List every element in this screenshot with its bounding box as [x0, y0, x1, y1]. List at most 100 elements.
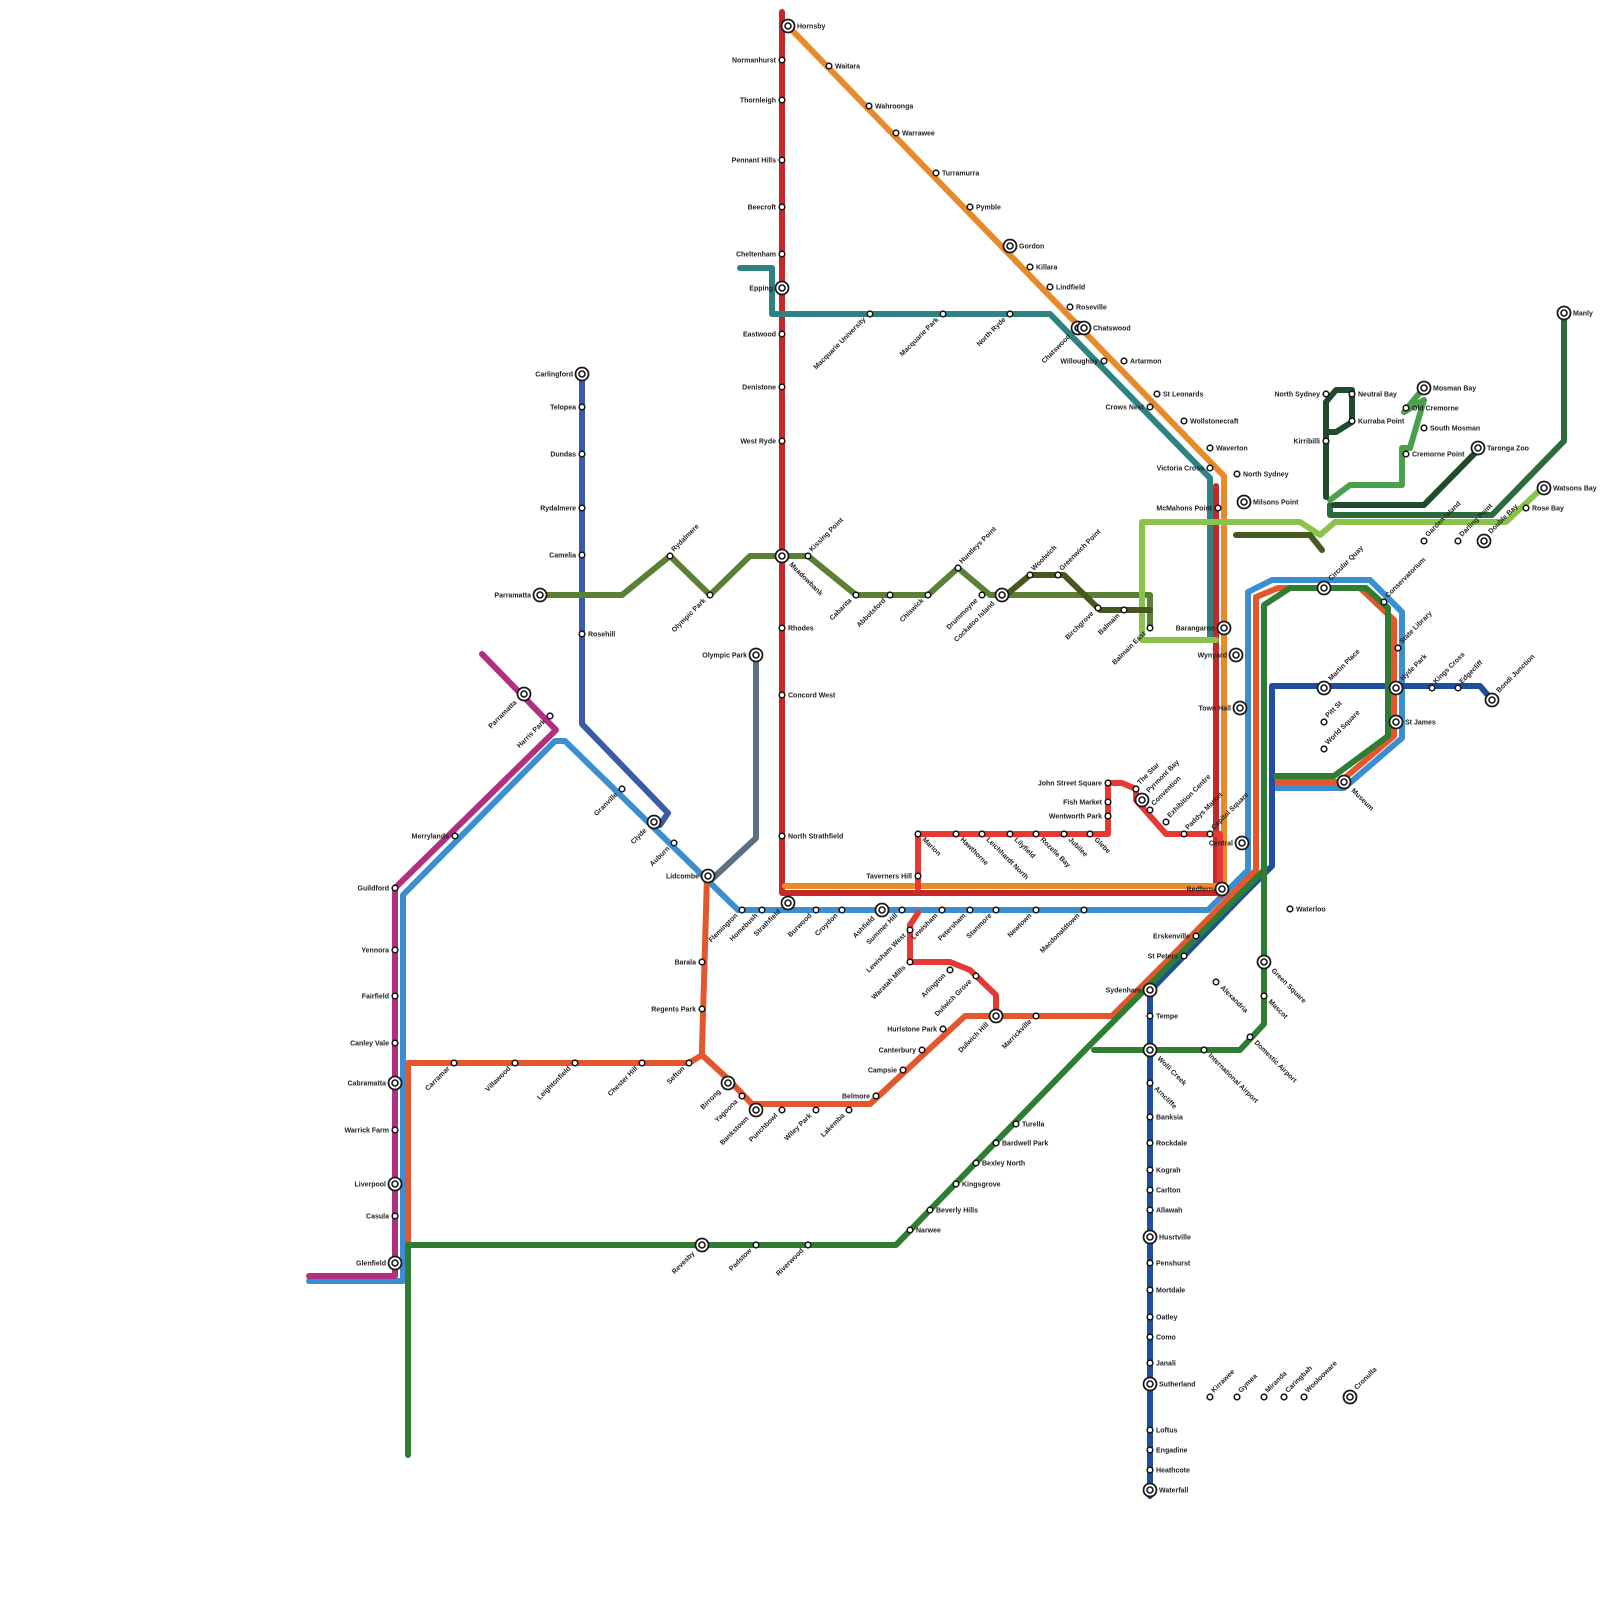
station-parramatta[interactable]: Parramatta	[494, 587, 548, 603]
station-banksia[interactable]: Banksia	[1146, 1113, 1183, 1122]
station-town-hall[interactable]: Town Hall	[1198, 700, 1248, 716]
station-turella[interactable]: Turella	[1012, 1120, 1045, 1129]
station-bexley-north[interactable]: Bexley North	[972, 1159, 1025, 1168]
station-huntleys-point[interactable]: Huntleys Point	[954, 525, 999, 572]
station-balmain-east[interactable]: Balmain East	[1111, 624, 1154, 667]
station-leightonfield[interactable]: Leightonfield	[536, 1059, 579, 1101]
station-cheltenham[interactable]: Cheltenham	[736, 250, 786, 259]
station-turramurra[interactable]: Turramurra	[932, 169, 979, 178]
station-north-sydney[interactable]: North Sydney	[1233, 470, 1289, 479]
station-kirribilli[interactable]: Kirribilli	[1294, 437, 1330, 446]
station-killara[interactable]: Killara	[1026, 263, 1058, 272]
station-merrylands[interactable]: Merrylands	[412, 832, 459, 841]
station-pennant-hills[interactable]: Pennant Hills	[732, 156, 786, 165]
station-north-strathfield[interactable]: North Strathfield	[778, 832, 843, 841]
station-hornsby[interactable]: Hornsby	[780, 18, 826, 34]
station-tempe[interactable]: Tempe	[1146, 1012, 1178, 1021]
station-taronga-zoo[interactable]: Taronga Zoo	[1470, 440, 1529, 456]
station-rydalmere[interactable]: Rydalmere	[666, 523, 701, 560]
station-denistone[interactable]: Denistone	[742, 383, 786, 392]
station-macquarie-university[interactable]: Macquarie University	[813, 310, 874, 371]
station-victoria-cross[interactable]: Victoria Cross	[1157, 464, 1214, 473]
station-camelia[interactable]: Camelia	[549, 551, 586, 560]
station-bardwell-park[interactable]: Bardwell Park	[992, 1139, 1048, 1148]
station-kurraba-point[interactable]: Kurraba Point	[1348, 417, 1405, 426]
station-mcmahons-point[interactable]: McMahons Point	[1156, 504, 1222, 513]
station-waterfall[interactable]: Waterfall	[1142, 1482, 1189, 1498]
station-normanhurst[interactable]: Normanhurst	[732, 56, 786, 65]
station-waverton[interactable]: Waverton	[1206, 444, 1248, 453]
station-canley-vale[interactable]: Canley Vale	[350, 1039, 399, 1048]
station-beverly-hills[interactable]: Beverly Hills	[926, 1206, 978, 1215]
station-leichhardt-north[interactable]: Leichhardt North	[978, 830, 1029, 881]
station-neutral-bay[interactable]: Neutral Bay	[1348, 390, 1397, 399]
station-wentworth-park[interactable]: Wentworth Park	[1049, 812, 1112, 821]
station-taverners-hill[interactable]: Taverners Hill	[866, 872, 922, 881]
station-gymea[interactable]: Gymea	[1233, 1373, 1259, 1401]
station-redfern[interactable]: Redfern	[1187, 881, 1230, 897]
station-conservatorium[interactable]: Conservatorium	[1380, 557, 1427, 606]
station-kissing-point[interactable]: Kissing Point	[804, 516, 846, 560]
station-st-leonards[interactable]: St Leonards	[1153, 390, 1204, 399]
station-john-street-square[interactable]: John Street Square	[1038, 779, 1112, 788]
station-warrick-farm[interactable]: Warrick Farm	[345, 1126, 399, 1135]
station-waterloo[interactable]: Waterloo	[1286, 905, 1326, 914]
station-cabarita[interactable]: Cabarita	[829, 591, 860, 622]
station-granville[interactable]: Granville	[593, 785, 626, 818]
station-epping[interactable]: Epping	[749, 280, 790, 296]
station-pymble[interactable]: Pymble	[966, 203, 1001, 212]
station-lindfield[interactable]: Lindfield	[1046, 283, 1085, 292]
station-concord-west[interactable]: Concord West	[778, 691, 836, 700]
station-erskenville[interactable]: Erskenville	[1153, 932, 1200, 941]
station-hurlstone-park[interactable]: Hurlstone Park	[887, 1025, 947, 1034]
station-canterbury[interactable]: Canterbury	[879, 1046, 926, 1055]
station-kograh[interactable]: Kograh	[1146, 1166, 1181, 1175]
station-crows-nest[interactable]: Crows Nest	[1105, 403, 1154, 412]
station-rose-bay[interactable]: Rose Bay	[1522, 504, 1564, 513]
station-gordon[interactable]: Gordon	[1002, 238, 1045, 254]
station-olympic-park[interactable]: Olympic Park	[702, 647, 764, 663]
station-liverpool[interactable]: Liverpool	[354, 1176, 403, 1192]
station-south-mosman[interactable]: South Mosman	[1420, 424, 1480, 433]
station-rydalmere[interactable]: Rydalmere	[540, 504, 586, 513]
station-sutherland[interactable]: Sutherland	[1142, 1376, 1196, 1392]
station-rockdale[interactable]: Rockdale	[1146, 1139, 1187, 1148]
station-rhodes[interactable]: Rhodes	[778, 624, 814, 633]
station-north-sydney[interactable]: North Sydney	[1274, 390, 1330, 399]
station-barala[interactable]: Barala	[675, 958, 706, 967]
station-warrawee[interactable]: Warrawee	[892, 129, 935, 138]
station-international-airport[interactable]: International Airport	[1200, 1046, 1259, 1105]
station-rosehill[interactable]: Rosehill	[578, 630, 615, 639]
station-heathcote[interactable]: Heathcote	[1146, 1466, 1190, 1475]
station-carlingford[interactable]: Carlingford	[535, 366, 590, 382]
station-janali[interactable]: Janali	[1146, 1359, 1176, 1368]
station-allawah[interactable]: Allawah	[1146, 1206, 1182, 1215]
station-macquarie-park[interactable]: Macquarie Park	[899, 310, 947, 358]
station-lakemba[interactable]: Lakemba	[820, 1106, 853, 1139]
station-eastwood[interactable]: Eastwood	[743, 330, 786, 339]
station-west-ryde[interactable]: West Ryde	[740, 437, 786, 446]
station-barangaroo[interactable]: Barangaroo	[1176, 620, 1232, 636]
station-greenwich-point[interactable]: Greenwich Point	[1054, 528, 1103, 579]
station-mosman-bay[interactable]: Mosman Bay	[1416, 380, 1477, 396]
station-fairfield[interactable]: Fairfield	[362, 992, 399, 1001]
station-old-cremorne[interactable]: Old Cremorne	[1402, 404, 1459, 413]
station-central[interactable]: Central	[1209, 835, 1250, 851]
station-wollstonecraft[interactable]: Wollstonecraft	[1180, 417, 1239, 426]
station-artarmon[interactable]: Artarmon	[1120, 357, 1162, 366]
station-glenfield[interactable]: Glenfield	[356, 1255, 403, 1271]
station-wahroonga[interactable]: Wahroonga	[865, 102, 913, 111]
station-mortdale[interactable]: Mortdale	[1146, 1286, 1185, 1295]
station-lidcombe[interactable]: Lidcombe	[666, 868, 716, 884]
station-yennora[interactable]: Yennora	[361, 946, 399, 955]
station-belmore[interactable]: Belmore	[842, 1092, 880, 1101]
station-birchgrove[interactable]: Birchgrove	[1064, 604, 1102, 642]
station-st-peters[interactable]: St Peters	[1148, 952, 1188, 961]
station-olympic-park[interactable]: Olympic Park	[671, 591, 714, 634]
station-como[interactable]: Como	[1146, 1333, 1176, 1342]
station-engadine[interactable]: Engadine	[1146, 1446, 1188, 1455]
station-loftus[interactable]: Loftus	[1146, 1426, 1177, 1435]
station-domestic-airport[interactable]: Domestic Airport	[1246, 1033, 1298, 1085]
station-parramatta[interactable]: Parramatta	[488, 686, 532, 731]
station-manly[interactable]: Manly	[1556, 305, 1593, 321]
